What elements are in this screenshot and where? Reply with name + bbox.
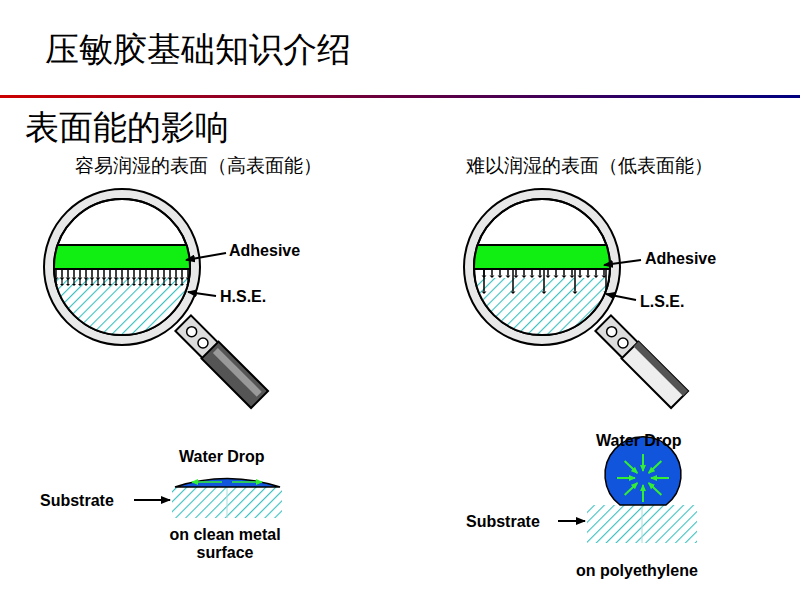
panel-heading: 难以润湿的表面（低表面能） <box>466 155 713 177</box>
callout-label: Water Drop <box>596 432 682 450</box>
callout-label: Water Drop <box>179 448 265 466</box>
callout-label: Adhesive <box>229 242 300 260</box>
leader-line <box>186 253 226 260</box>
callout-label: Substrate <box>40 492 114 510</box>
slide-title: 压敏胶基础知识介绍 <box>45 30 351 69</box>
magnifier-high <box>40 189 268 408</box>
water-drop-bead <box>587 437 697 543</box>
title-rule <box>0 95 800 98</box>
drop-caption: on polyethylene <box>576 562 698 580</box>
water-drop-flat <box>172 479 282 519</box>
magnifier-low <box>460 189 688 408</box>
callout-label: Adhesive <box>645 250 716 268</box>
leader-line <box>604 260 641 265</box>
callout-label: Substrate <box>466 513 540 531</box>
leader-line <box>134 499 170 501</box>
leader-line <box>606 294 636 300</box>
drop-caption: on clean metal surface <box>150 526 300 563</box>
section-heading: 表面能的影响 <box>25 108 229 147</box>
callout-label: H.S.E. <box>220 288 266 306</box>
leader-line <box>188 292 216 296</box>
panel-heading: 容易润湿的表面（高表面能） <box>75 155 322 177</box>
leader-line <box>558 520 585 522</box>
callout-label: L.S.E. <box>640 293 684 311</box>
